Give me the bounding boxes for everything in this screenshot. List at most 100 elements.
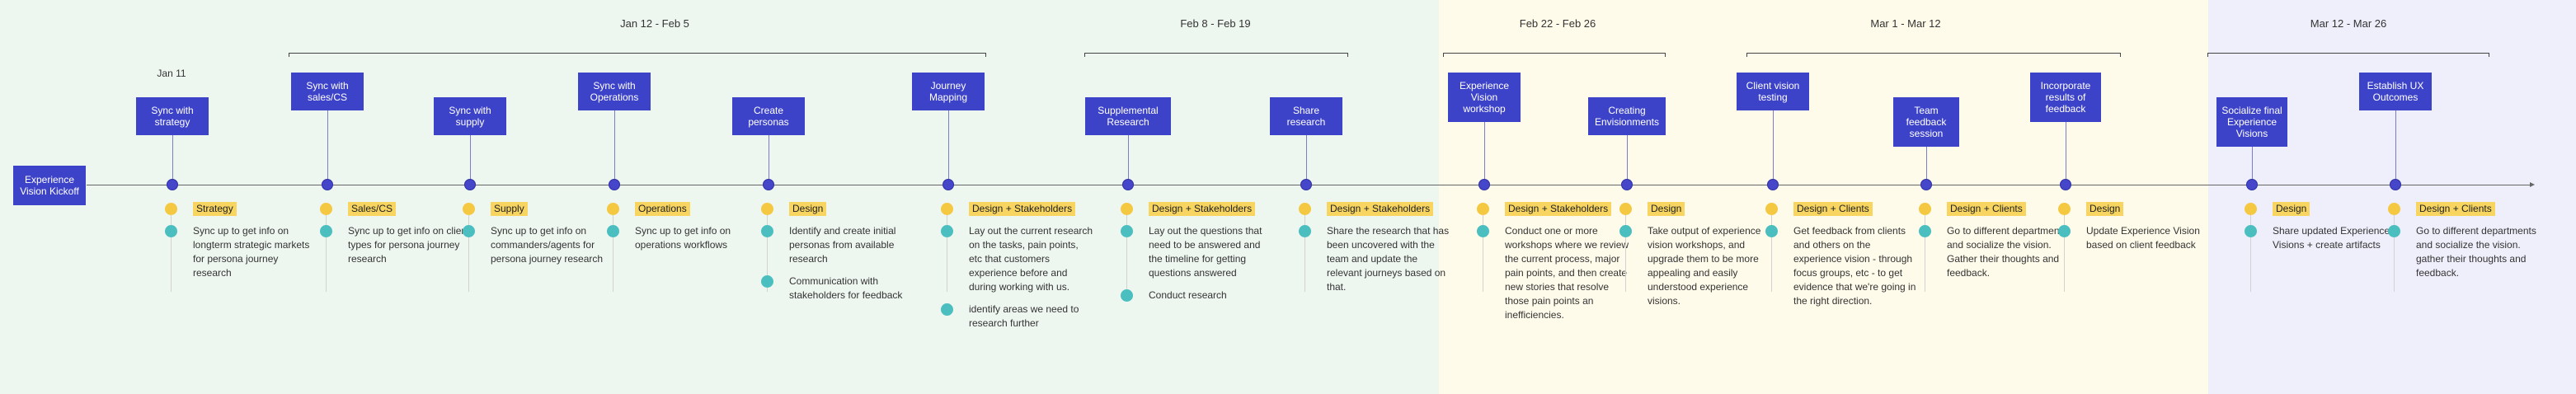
phase-zone-vision (1439, 0, 2208, 394)
milestone-connector (2252, 147, 2253, 180)
milestone-card[interactable]: Create personas (732, 97, 805, 135)
milestone-detail: Design Identify and create initial perso… (761, 201, 914, 311)
team-tag: Design (789, 202, 827, 216)
milestone-card[interactable]: Sync with strategy (136, 97, 209, 135)
milestone-connector (2395, 110, 2396, 180)
milestone-node[interactable] (167, 179, 178, 190)
milestone-card[interactable]: Client vision testing (1737, 73, 1809, 110)
milestone-card[interactable]: Share research (1270, 97, 1342, 135)
milestone-detail: Design Share updated Experience Visions … (2245, 201, 2398, 292)
note-dot-icon (1299, 225, 1311, 237)
timeline-arrow-icon (2530, 182, 2535, 187)
note-text: Conduct research (1149, 289, 1227, 301)
tag-dot-icon (2058, 203, 2071, 215)
note-dot-icon (320, 225, 332, 237)
milestone-card[interactable]: Sync with sales/CS (291, 73, 364, 110)
milestone-card[interactable]: Supplemental Research (1085, 97, 1171, 135)
note-text: Sync up to get info on client types for … (348, 225, 470, 265)
milestone-card[interactable]: Creating Envisionments (1588, 97, 1666, 135)
team-tag: Design + Clients (1793, 202, 1873, 216)
milestone-detail: Design + Stakeholders Lay out the questi… (1121, 201, 1274, 311)
team-tag: Design (1648, 202, 1685, 216)
range-label: Feb 8 - Feb 19 (1180, 17, 1251, 30)
tag-dot-icon (1121, 203, 1133, 215)
team-tag: Supply (491, 202, 528, 216)
milestone-card[interactable]: Sync with supply (434, 97, 506, 135)
milestone-connector (948, 110, 949, 180)
milestone-node[interactable] (1920, 179, 1932, 190)
team-tag: Design (2273, 202, 2310, 216)
team-tag: Design + Stakeholders (1327, 202, 1434, 216)
milestone-node[interactable] (1300, 179, 1312, 190)
milestone-detail: Design Update Experience Vision based on… (2058, 201, 2212, 292)
tag-dot-icon (1477, 203, 1489, 215)
note-dot-icon (941, 225, 953, 237)
milestone-detail: Design + Clients Get feedback from clien… (1765, 201, 1919, 317)
range-bracket (1746, 53, 2121, 57)
milestone-node[interactable] (942, 179, 954, 190)
team-tag: Design + Stakeholders (969, 202, 1076, 216)
milestone-node[interactable] (2060, 179, 2071, 190)
milestone-card[interactable]: Journey Mapping (912, 73, 985, 110)
milestone-card[interactable]: Sync with Operations (578, 73, 651, 110)
note-dot-icon (761, 225, 773, 237)
phase-zone-outcomes (2208, 0, 2576, 394)
milestone-node[interactable] (2246, 179, 2258, 190)
milestone-node[interactable] (609, 179, 620, 190)
tag-dot-icon (1299, 203, 1311, 215)
tag-dot-icon (607, 203, 619, 215)
note-text: Share updated Experience Visions + creat… (2273, 225, 2390, 251)
milestone-node[interactable] (1767, 179, 1779, 190)
note-dot-icon (165, 225, 177, 237)
note-text: Conduct one or more workshops where we r… (1505, 225, 1629, 321)
milestone-connector (1773, 110, 1774, 180)
note-text: Communication with stakeholders for feed… (789, 275, 903, 301)
note-dot-icon (2245, 225, 2257, 237)
tag-dot-icon (761, 203, 773, 215)
milestone-detail: Design Take output of experience vision … (1619, 201, 1773, 317)
milestone-detail: Supply Sync up to get info on commanders… (463, 201, 616, 292)
milestone-node[interactable] (763, 179, 774, 190)
milestone-card[interactable]: Team feedback session (1893, 97, 1959, 147)
tag-dot-icon (1919, 203, 1931, 215)
milestone-card[interactable]: Socialize final Experience Visions (2216, 97, 2287, 147)
note-dot-icon (463, 225, 475, 237)
note-text: Update Experience Vision based on client… (2086, 225, 2200, 251)
note-text: identify areas we need to research furth… (969, 303, 1079, 329)
milestone-node[interactable] (1621, 179, 1633, 190)
range-bracket (289, 53, 986, 57)
milestone-node[interactable] (322, 179, 333, 190)
milestone-connector (1926, 147, 1927, 180)
milestone-detail: Design + Clients Go to different departm… (1919, 201, 2072, 292)
kickoff-card[interactable]: Experience Vision Kickoff (13, 166, 86, 205)
note-dot-icon (607, 225, 619, 237)
range-label: Feb 22 - Feb 26 (1519, 17, 1596, 30)
tag-dot-icon (941, 203, 953, 215)
milestone-detail: Design + Stakeholders Conduct one or mor… (1477, 201, 1630, 331)
milestone-card[interactable]: Experience Vision workshop (1448, 73, 1521, 122)
milestone-node[interactable] (1122, 179, 1134, 190)
note-dot-icon (1477, 225, 1489, 237)
milestone-connector (327, 110, 328, 180)
milestone-detail: Design + Clients Go to different departm… (2388, 201, 2541, 292)
note-dot-icon (1619, 225, 1632, 237)
note-text: Get feedback from clients and others on … (1793, 225, 1916, 307)
note-dot-icon (941, 303, 953, 316)
note-text: Lay out the questions that need to be an… (1149, 225, 1262, 279)
milestone-detail: Design + Stakeholders Lay out the curren… (941, 201, 1094, 339)
note-text: Go to different departments and socializ… (1947, 225, 2067, 279)
note-text: Sync up to get info on operations workfl… (635, 225, 731, 251)
milestone-card[interactable]: Establish UX Outcomes (2359, 73, 2432, 110)
milestone-card[interactable]: Incorporate results of feedback (2030, 73, 2101, 122)
team-tag: Sales/CS (348, 202, 397, 216)
milestone-node[interactable] (464, 179, 476, 190)
milestone-connector (614, 110, 615, 180)
milestone-detail: Operations Sync up to get info on operat… (607, 201, 760, 292)
milestone-connector (470, 135, 471, 180)
range-label: Mar 1 - Mar 12 (1870, 17, 1941, 30)
milestone-node[interactable] (1478, 179, 1490, 190)
range-bracket (1084, 53, 1348, 57)
range-label: Jan 12 - Feb 5 (620, 17, 689, 30)
range-bracket (2207, 53, 2489, 57)
milestone-node[interactable] (2390, 179, 2401, 190)
